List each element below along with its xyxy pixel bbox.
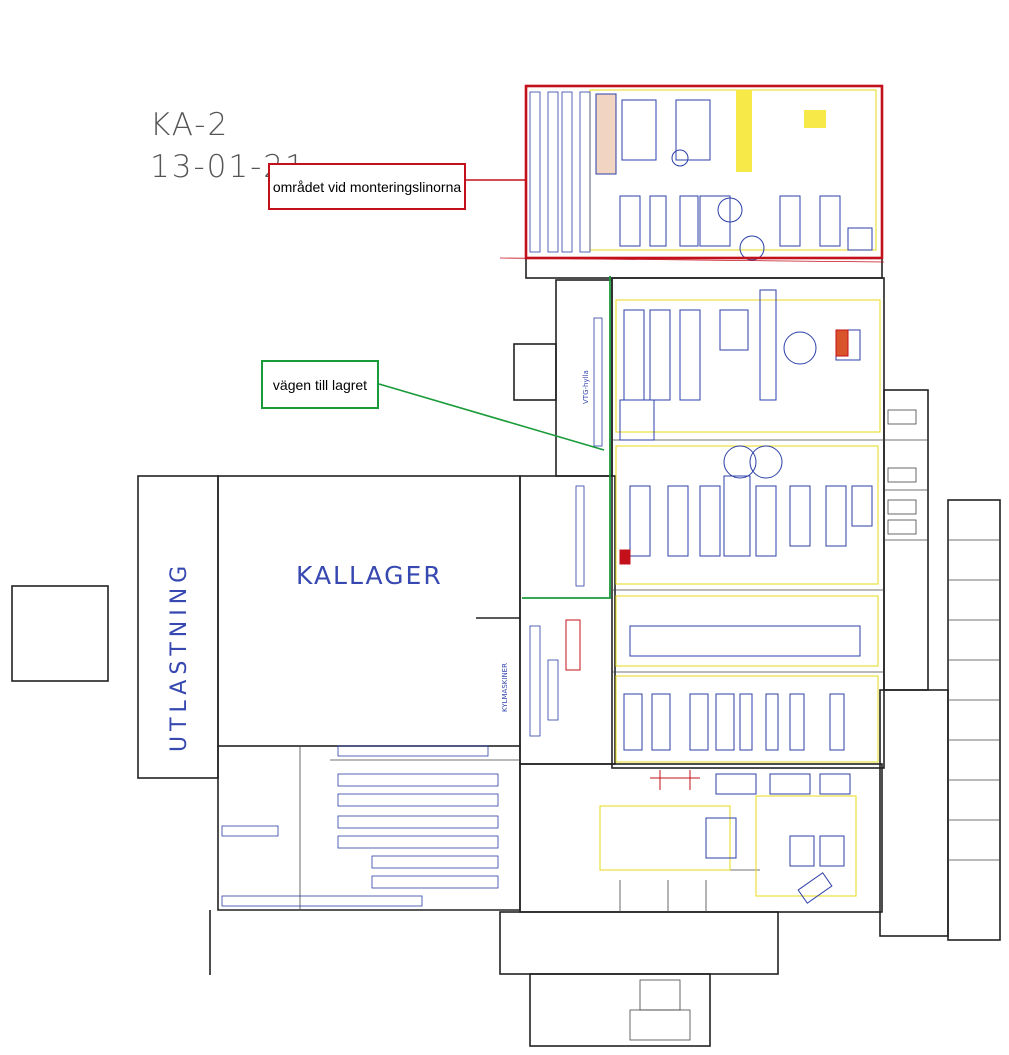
partitions	[299, 409, 1000, 1041]
yellow-highlight-1	[736, 90, 752, 172]
kallager-hall	[217, 475, 521, 747]
kylmaskiner-label: KYLMASKINER	[501, 663, 509, 712]
entrance-block	[529, 973, 711, 1047]
route-callout-leader	[378, 383, 605, 451]
service-block	[499, 911, 779, 975]
east-offices	[879, 689, 949, 937]
utlastning-label: UTLASTNING	[167, 561, 192, 752]
vtg-hylla-label: VTG-hylla	[582, 370, 590, 404]
route-to-warehouse	[522, 276, 611, 599]
assembly-strip	[525, 257, 883, 279]
warehouse-route-callout: vägen till lagret	[261, 360, 379, 409]
external-box	[11, 585, 109, 682]
building-walls	[11, 85, 1001, 1047]
assembly-hall	[525, 85, 883, 259]
annex-north	[513, 343, 557, 401]
yellow-zones	[589, 89, 881, 897]
office-wing	[947, 499, 1001, 941]
red-markings	[565, 329, 849, 790]
kallager-label: KALLAGER	[296, 561, 443, 590]
assembly-area-callout: området vid monteringslinorna	[268, 163, 466, 210]
assembly-area-highlight	[524, 84, 884, 260]
yellow-highlight-2	[804, 110, 826, 128]
south-hall	[519, 763, 883, 913]
production-machines	[595, 93, 873, 904]
drawing-code: KA-2	[150, 107, 230, 143]
storage-racks	[221, 91, 603, 907]
